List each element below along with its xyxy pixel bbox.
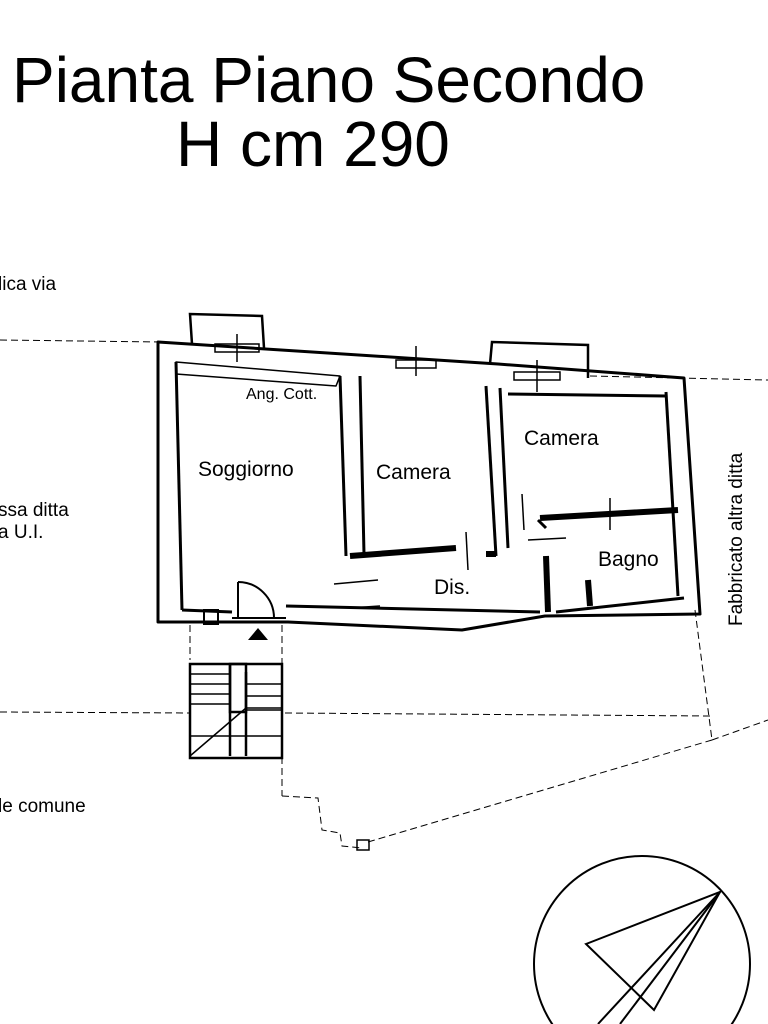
- plan-title: Pianta Piano Secondo: [12, 44, 646, 116]
- plan-subtitle-height: H cm 290: [176, 108, 450, 180]
- survey-marker: [356, 839, 370, 851]
- note-right-fabbricato: Fabbricato altra ditta: [726, 452, 747, 626]
- note-left-street: lica via: [0, 274, 57, 295]
- entrance-arrow-icon: [248, 628, 268, 640]
- room-label-bagno: Bagno: [598, 548, 659, 571]
- balconies: [188, 312, 590, 378]
- windows: [214, 334, 611, 530]
- room-label-soggiorno: Soggiorno: [198, 458, 294, 481]
- note-left-comune: le comune: [0, 796, 86, 817]
- north-arrow-icon: [533, 855, 751, 1024]
- room-label-dis: Dis.: [434, 576, 470, 599]
- entrance-door: [232, 581, 286, 619]
- wall-bagno-left: [543, 555, 551, 613]
- door-marks: [333, 493, 567, 609]
- room-label-camera-right: Camera: [524, 427, 599, 450]
- room-label-camera-center: Camera: [376, 461, 451, 484]
- staircase: [188, 662, 284, 760]
- room-label-ang-cott: Ang. Cott.: [246, 386, 317, 403]
- outer-walls: [156, 340, 702, 632]
- wall-camera-dis: [349, 545, 457, 559]
- boundary-lines: [0, 339, 768, 849]
- note-left-ditta-line1: ssa ditta: [0, 500, 69, 521]
- interior-walls: [338, 375, 667, 557]
- note-left-ditta-line2: a U.I.: [0, 522, 43, 543]
- wall-bagno-top: [539, 507, 679, 521]
